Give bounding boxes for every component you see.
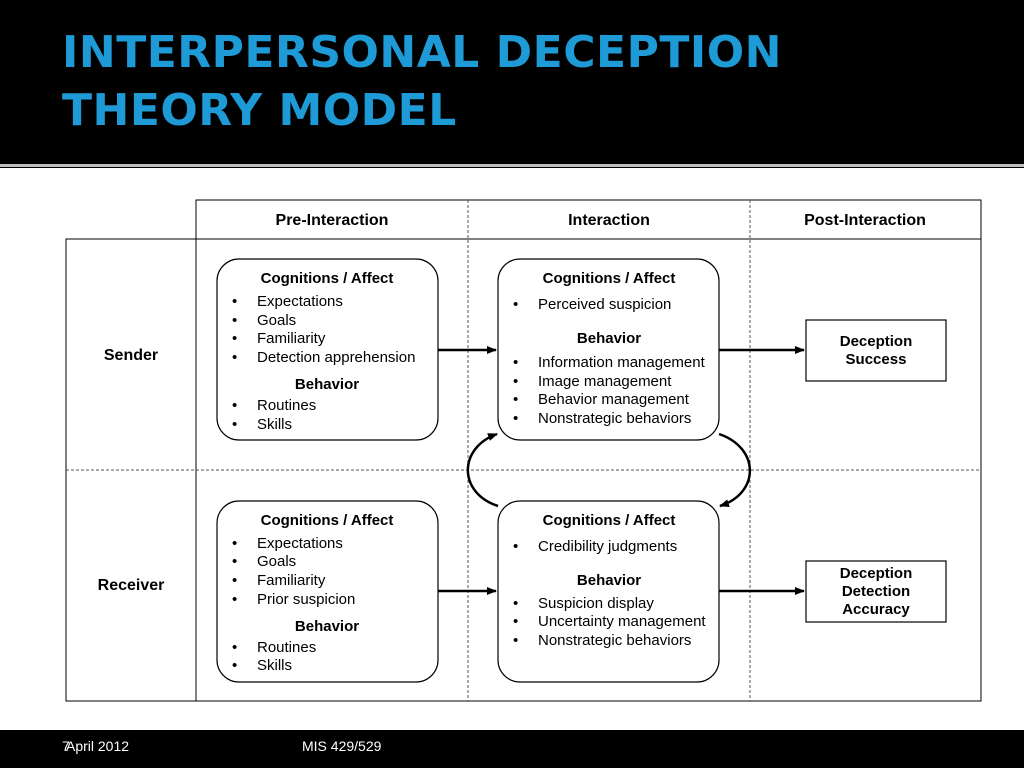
receiver-pre-cognition-item: Prior suspicion xyxy=(257,591,355,608)
deception-model-diagram: Pre-Interaction Interaction Post-Interac… xyxy=(65,199,982,702)
bullet: • xyxy=(232,397,237,414)
row-label-sender: Sender xyxy=(104,347,158,364)
slide-title-line2: THEORY MODEL xyxy=(62,85,457,136)
sender-pre-interaction-box: Cognitions / Affect • Expectations • Goa… xyxy=(216,258,439,441)
sender-outcome-line: Success xyxy=(846,351,907,368)
slide-content: Pre-Interaction Interaction Post-Interac… xyxy=(0,168,1024,730)
receiver-pre-behavior-item: Skills xyxy=(257,657,292,674)
receiver-outcome-line: Deception xyxy=(840,565,913,582)
bullet: • xyxy=(232,572,237,589)
bullet: • xyxy=(513,538,518,555)
bullet: • xyxy=(513,296,518,313)
receiver-outcome-line: Accuracy xyxy=(842,601,910,618)
sender-outcome-box: Deception Success xyxy=(805,319,947,382)
sender-interaction-box: Cognitions / Affect • Perceived suspicio… xyxy=(497,258,720,441)
title-bar: INTERPERSONAL DECEPTION THEORY MODEL xyxy=(0,0,1024,160)
bullet: • xyxy=(513,391,518,408)
receiver-interaction-behavior-item: Suspicion display xyxy=(538,595,654,612)
bullet: • xyxy=(513,613,518,630)
sender-interaction-behavior-title: Behavior xyxy=(577,330,641,347)
receiver-interaction-behavior-item: Nonstrategic behaviors xyxy=(538,632,691,649)
receiver-pre-cognition-item: Expectations xyxy=(257,535,343,552)
bullet: • xyxy=(232,416,237,433)
bullet: • xyxy=(513,373,518,390)
table-frame xyxy=(65,199,982,702)
slide-title: INTERPERSONAL DECEPTION THEORY MODEL xyxy=(62,24,782,140)
sender-outcome-line: Deception xyxy=(840,333,913,350)
bullet: • xyxy=(232,639,237,656)
flow-arrows xyxy=(438,346,805,595)
sender-interaction-behavior-item: Image management xyxy=(538,373,672,390)
receiver-outcome-box: Deception Detection Accuracy xyxy=(805,560,947,623)
sender-pre-cognitions-title: Cognitions / Affect xyxy=(261,270,394,287)
sender-interaction-behavior-item: Information management xyxy=(538,354,706,371)
receiver-pre-cognitions-title: Cognitions / Affect xyxy=(261,512,394,529)
sender-to-receiver-curved-arrow xyxy=(718,432,752,508)
sender-pre-behavior-title: Behavior xyxy=(295,376,359,393)
sender-pre-behavior-item: Routines xyxy=(257,397,316,414)
bullet: • xyxy=(232,535,237,552)
bullet: • xyxy=(232,330,237,347)
receiver-to-sender-curved-arrow xyxy=(466,432,499,508)
receiver-outcome-box-outline xyxy=(805,560,947,623)
sender-interaction-behavior-item: Nonstrategic behaviors xyxy=(538,410,691,427)
sender-outcome-box-outline xyxy=(805,319,947,382)
table-dashed-lines xyxy=(66,200,981,701)
column-header-interaction: Interaction xyxy=(568,212,650,229)
title-divider xyxy=(0,164,1024,167)
bullet: • xyxy=(232,591,237,608)
receiver-interaction-behavior-title: Behavior xyxy=(577,572,641,589)
row-label-receiver: Receiver xyxy=(98,577,165,594)
bullet: • xyxy=(513,595,518,612)
bullet: • xyxy=(232,657,237,674)
sender-interaction-cognitions-title: Cognitions / Affect xyxy=(543,270,676,287)
receiver-pre-cognition-item: Goals xyxy=(257,553,296,570)
bullet: • xyxy=(232,349,237,366)
sender-pre-cognition-item: Familiarity xyxy=(257,330,326,347)
bullet: • xyxy=(513,354,518,371)
sender-interaction-cognition-item: Perceived suspicion xyxy=(538,296,671,313)
column-header-post-interaction: Post-Interaction xyxy=(804,212,926,229)
receiver-pre-behavior-title: Behavior xyxy=(295,618,359,635)
receiver-pre-interaction-box: Cognitions / Affect • Expectations • Goa… xyxy=(216,500,439,683)
receiver-interaction-behavior-item: Uncertainty management xyxy=(538,613,706,630)
slide-number: 7 xyxy=(62,738,70,754)
footer-course: MIS 429/529 xyxy=(302,738,382,754)
sender-pre-behavior-item: Skills xyxy=(257,416,292,433)
sender-pre-cognition-item: Expectations xyxy=(257,293,343,310)
receiver-interaction-cognition-item: Credibility judgments xyxy=(538,538,677,555)
footer-bar xyxy=(0,730,1024,768)
bullet: • xyxy=(232,293,237,310)
bullet: • xyxy=(513,632,518,649)
receiver-pre-cognition-item: Familiarity xyxy=(257,572,326,589)
footer-date: April 2012 xyxy=(66,738,130,754)
bullet: • xyxy=(232,553,237,570)
sender-pre-cognition-item: Detection apprehension xyxy=(257,349,415,366)
receiver-interaction-cognitions-title: Cognitions / Affect xyxy=(543,512,676,529)
receiver-outcome-line: Detection xyxy=(842,583,910,600)
slide-title-line1: INTERPERSONAL DECEPTION xyxy=(62,27,782,78)
receiver-pre-behavior-item: Routines xyxy=(257,639,316,656)
bullet: • xyxy=(513,410,518,427)
sender-pre-cognition-item: Goals xyxy=(257,312,296,329)
column-header-pre-interaction: Pre-Interaction xyxy=(276,212,389,229)
bullet: • xyxy=(232,312,237,329)
sender-interaction-behavior-item: Behavior management xyxy=(538,391,690,408)
receiver-interaction-box: Cognitions / Affect • Credibility judgme… xyxy=(497,500,720,683)
